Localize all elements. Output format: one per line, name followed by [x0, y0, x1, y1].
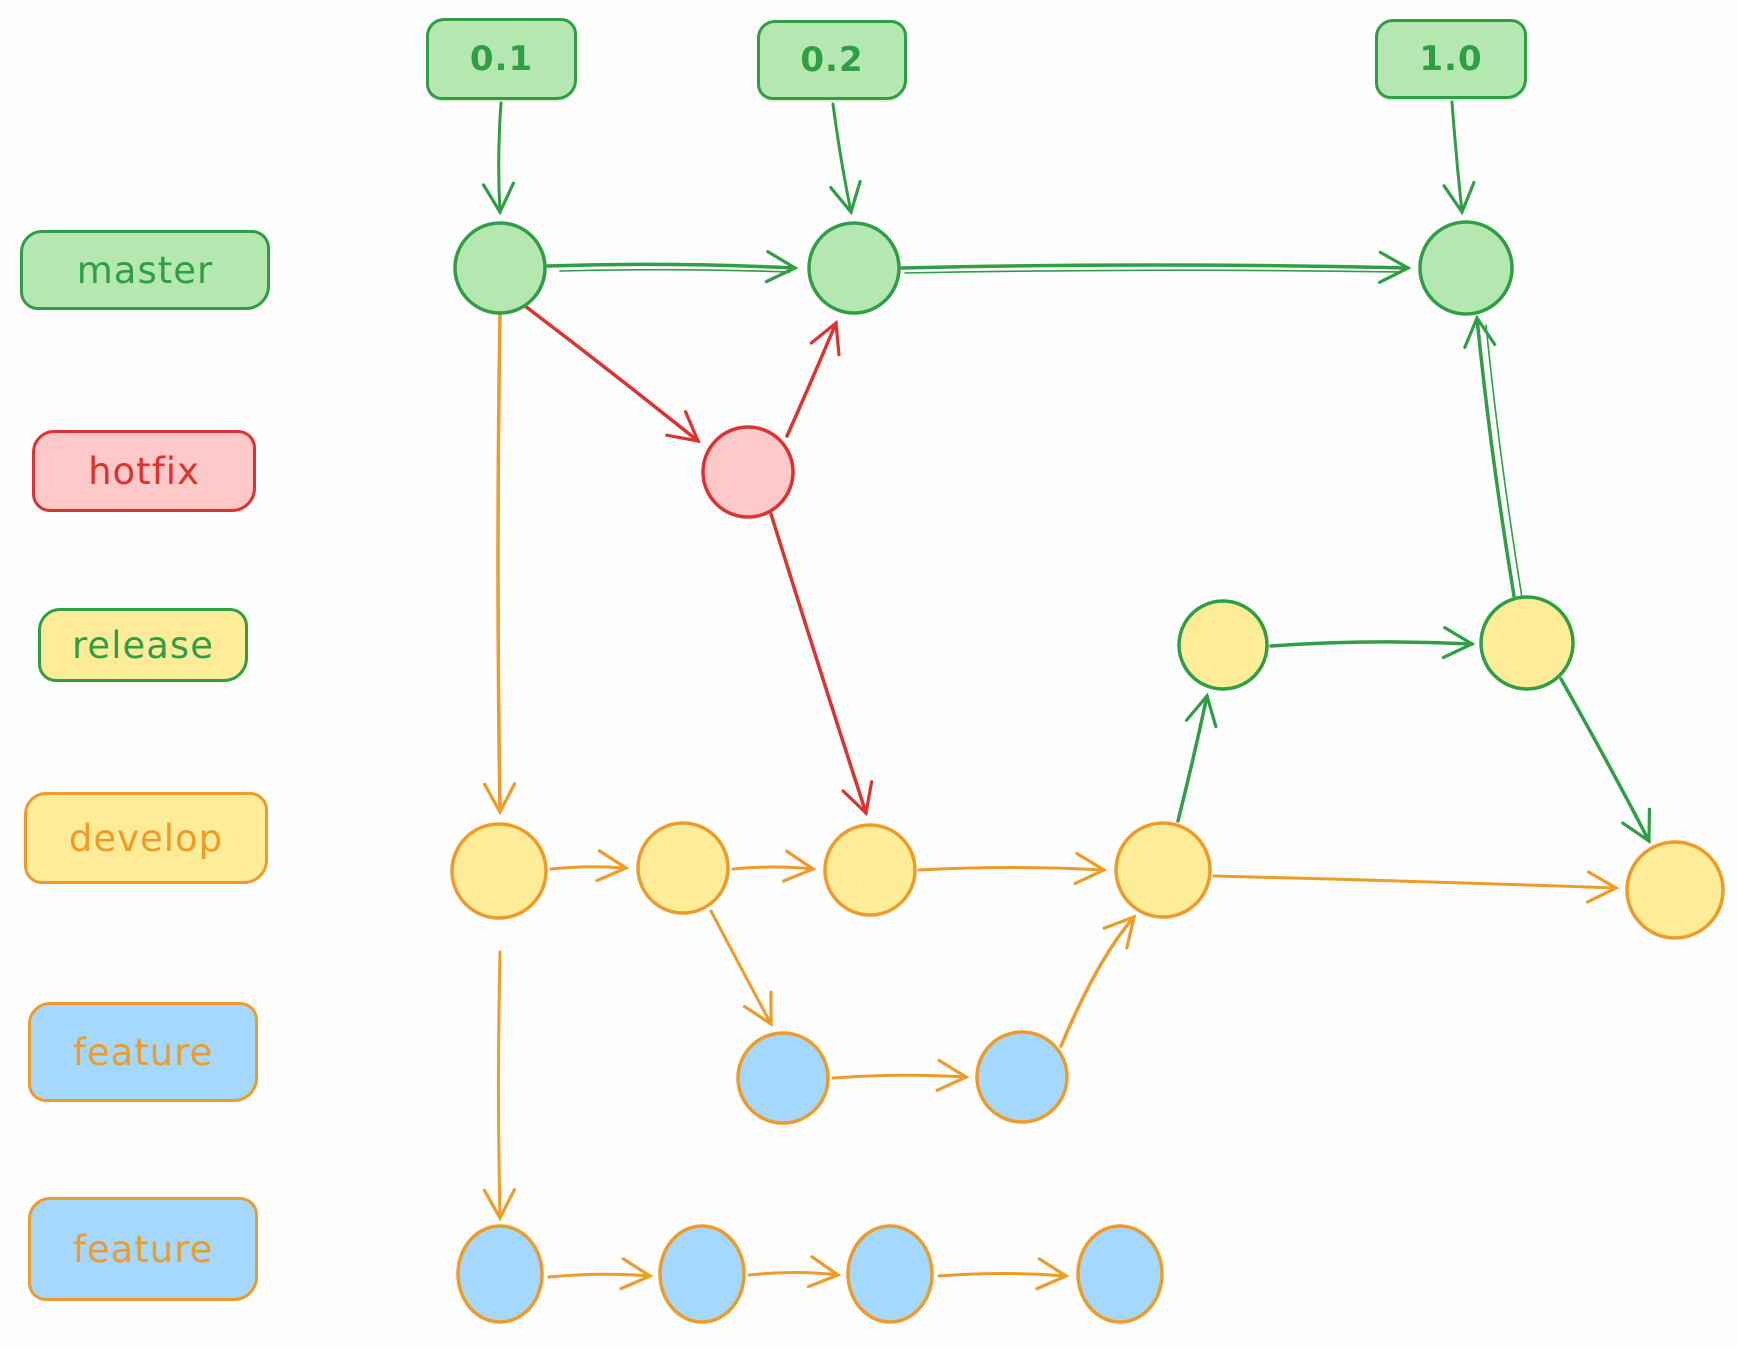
commit-node-feature1-a[interactable]: [736, 1031, 830, 1125]
commit-node-develop-5[interactable]: [1625, 840, 1725, 940]
edge-master1-master2-sketch-line: [559, 268, 791, 273]
edges-layer: [481, 100, 1652, 1291]
commit-node-hotfix-1[interactable]: [701, 425, 795, 519]
nodes-layer: [450, 220, 1725, 1324]
commit-node-master-2[interactable]: [807, 221, 901, 315]
branch-label-develop[interactable]: develop: [24, 792, 268, 884]
edge-hotfix-develop3[interactable]: [769, 512, 874, 817]
edge-feature2b-feature2c[interactable]: [747, 1255, 842, 1289]
edge-develop3-develop4[interactable]: [917, 851, 1108, 886]
commit-node-develop-1[interactable]: [450, 822, 548, 920]
version-tag-1-0[interactable]: 1.0: [1375, 19, 1527, 99]
edge-develop4-develop5[interactable]: [1212, 870, 1620, 904]
branch-label-release[interactable]: release: [38, 608, 248, 682]
edge-feature2c-feature2d[interactable]: [937, 1257, 1070, 1291]
edge-master1-develop1[interactable]: [482, 313, 517, 816]
edge-tag01-master1[interactable]: [481, 101, 516, 216]
edge-release2-master3-sketch-line: [1485, 324, 1523, 599]
commit-node-develop-2[interactable]: [636, 821, 730, 915]
commit-node-develop-4[interactable]: [1114, 821, 1212, 919]
edge-release2-master3[interactable]: [1463, 314, 1516, 598]
edge-feature2a-feature2b[interactable]: [547, 1257, 654, 1291]
commit-node-feature2-b[interactable]: [658, 1224, 746, 1324]
branch-label-feature-2[interactable]: feature: [28, 1197, 258, 1301]
branch-label-master[interactable]: master: [20, 230, 270, 310]
branch-label-hotfix[interactable]: hotfix: [32, 430, 256, 512]
edge-master2-master3-sketch-line: [904, 269, 1401, 274]
edge-feature1a-feature1b[interactable]: [831, 1058, 970, 1092]
commit-node-master-1[interactable]: [453, 221, 547, 315]
edge-hotfix-master2[interactable]: [785, 319, 841, 438]
edge-tag02-master2[interactable]: [829, 102, 862, 216]
edge-develop1-feature2a[interactable]: [482, 950, 516, 1222]
edge-develop2-feature1a[interactable]: [709, 909, 773, 1027]
commit-node-master-3[interactable]: [1418, 220, 1514, 316]
commit-node-feature2-c[interactable]: [846, 1224, 934, 1324]
edge-tag10-master3[interactable]: [1442, 100, 1476, 216]
edge-develop1-develop2[interactable]: [549, 849, 630, 883]
edge-master1-master2[interactable]: [546, 250, 799, 284]
edge-release1-release2[interactable]: [1269, 626, 1476, 660]
edge-master1-hotfix[interactable]: [523, 304, 701, 444]
commit-node-feature1-b[interactable]: [975, 1030, 1069, 1124]
edge-develop4-release1[interactable]: [1176, 692, 1218, 823]
edge-master2-master3[interactable]: [900, 250, 1412, 284]
version-tag-0-2[interactable]: 0.2: [757, 20, 907, 100]
commit-node-develop-3[interactable]: [823, 823, 917, 917]
edge-develop2-develop3[interactable]: [731, 849, 817, 883]
edge-release2-develop5[interactable]: [1559, 677, 1652, 845]
commit-node-release-2[interactable]: [1479, 595, 1575, 691]
commit-node-feature2-d[interactable]: [1076, 1224, 1164, 1324]
commit-node-feature2-a[interactable]: [456, 1224, 544, 1324]
version-tag-0-1[interactable]: 0.1: [426, 18, 577, 100]
edge-feature1b-develop4[interactable]: [1059, 914, 1137, 1048]
commit-node-release-1[interactable]: [1177, 599, 1269, 691]
branch-label-feature-1[interactable]: feature: [28, 1002, 258, 1102]
